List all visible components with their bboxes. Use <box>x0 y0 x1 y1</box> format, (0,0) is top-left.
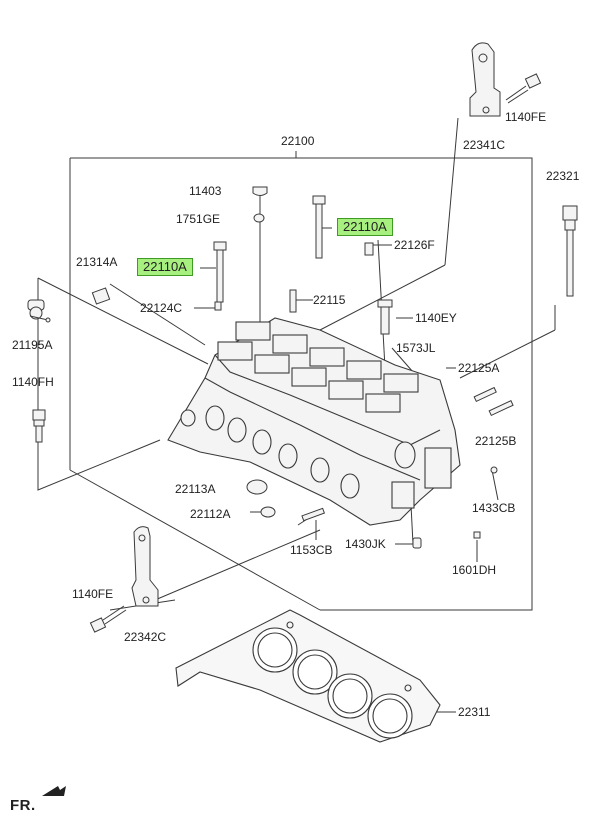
seal-22113a <box>246 479 268 495</box>
label-22110a-left[interactable]: 22110A <box>137 258 193 276</box>
bolt-1140fh <box>32 409 46 443</box>
label-22125a[interactable]: 22125A <box>458 361 500 375</box>
label-22311[interactable]: 22311 <box>458 705 491 719</box>
label-1433cb[interactable]: 1433CB <box>472 501 516 515</box>
stud-22125a <box>473 386 497 403</box>
label-1140fe-top[interactable]: 1140FE <box>505 110 547 124</box>
assembly-frame <box>70 157 533 611</box>
bolt-22110a-top <box>315 195 323 259</box>
label-22124c[interactable]: 22124C <box>140 301 183 315</box>
pin-1601dh <box>473 531 481 539</box>
label-11403[interactable]: 11403 <box>189 184 222 198</box>
label-1140fh[interactable]: 1140FH <box>12 375 54 389</box>
assembly-frame-diag <box>69 469 321 611</box>
label-1430jk[interactable]: 1430JK <box>345 537 386 551</box>
cylinder-head <box>167 317 461 526</box>
label-22113a[interactable]: 22113A <box>175 482 216 496</box>
stud-22125b <box>488 400 514 417</box>
label-1601dh[interactable]: 1601DH <box>452 563 497 577</box>
bracket-22342c <box>131 526 159 607</box>
label-22100[interactable]: 22100 <box>281 134 315 148</box>
seal-22112a <box>260 506 276 518</box>
label-1751ge[interactable]: 1751GE <box>176 212 221 226</box>
label-21195a[interactable]: 21195A <box>12 338 53 352</box>
label-22342c[interactable]: 22342C <box>124 630 167 644</box>
stud-1153cb <box>301 507 326 522</box>
label-1573jl[interactable]: 1573JL <box>396 341 436 355</box>
label-22112a[interactable]: 22112A <box>190 507 231 521</box>
bolt-1140fe-top <box>505 73 542 104</box>
bolt-1140ey <box>380 303 390 335</box>
label-22126f[interactable]: 22126F <box>394 238 435 252</box>
cap-11403 <box>252 186 268 196</box>
front-arrow-icon <box>42 786 66 796</box>
pin-22126f <box>364 242 374 256</box>
dowel-1433cb <box>490 466 498 474</box>
label-1140fe-bottom[interactable]: 1140FE <box>72 587 114 601</box>
front-indicator: FR. <box>10 797 36 814</box>
label-22341c[interactable]: 22341C <box>463 138 506 152</box>
label-21314a[interactable]: 21314A <box>76 255 118 269</box>
gasket-1751ge <box>253 213 265 223</box>
bolt-22110a-left <box>216 245 224 303</box>
section-outline <box>37 278 161 491</box>
label-22321[interactable]: 22321 <box>546 169 580 183</box>
plug-1430jk <box>412 537 422 549</box>
stud-22115 <box>289 289 297 313</box>
label-1153cb[interactable]: 1153CB <box>290 543 333 557</box>
label-1140ey[interactable]: 1140EY <box>415 311 457 325</box>
bolt-22321 <box>562 205 578 297</box>
label-22125b[interactable]: 22125B <box>475 434 517 448</box>
head-gasket-22311 <box>175 609 441 743</box>
label-22115[interactable]: 22115 <box>313 293 346 307</box>
label-22110a-top[interactable]: 22110A <box>337 218 393 236</box>
bracket-22341c <box>469 42 501 117</box>
sensor-21195a <box>27 299 51 323</box>
pin-22124c <box>214 301 222 311</box>
bolt-1140fe-bottom <box>89 605 127 633</box>
plug-21314a <box>91 287 111 305</box>
